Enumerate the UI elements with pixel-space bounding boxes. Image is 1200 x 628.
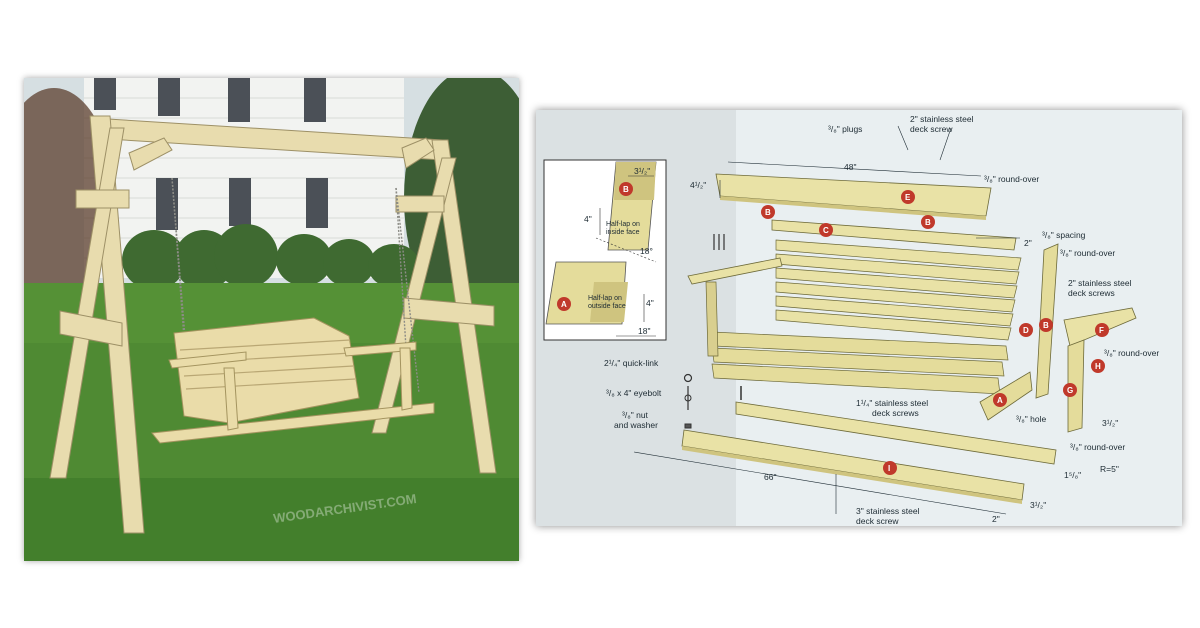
label-height-4-5: 4¹/₂" — [690, 180, 706, 190]
right-arm-assembly — [979, 243, 1137, 433]
part-badges: E B B C D B F H G A I — [761, 190, 1109, 475]
swing-seat — [151, 317, 435, 444]
label-spacing-3-8: ³/₈" spacing — [1042, 230, 1086, 240]
badge-b-side — [1039, 318, 1053, 332]
badge-b-left-text: B — [765, 208, 771, 217]
seat-slats — [711, 331, 1009, 395]
swing-photo: WOODARCHIVIST.COM — [24, 78, 519, 561]
swing-photo-illustration: WOODARCHIVIST.COM — [24, 78, 519, 561]
inset-dim-bottom: 18" — [638, 326, 650, 336]
label-deck-screw-bot-1: 3" stainless steel — [856, 506, 920, 516]
left-armrest — [687, 257, 783, 357]
badge-e — [901, 190, 915, 204]
label-roundover-top: ³/₈" round-over — [984, 174, 1039, 184]
label-width-48: 48" — [844, 162, 856, 172]
shrubs — [122, 224, 420, 290]
badge-d-text: D — [1023, 326, 1029, 335]
badge-b-right — [921, 215, 935, 229]
inset-label-outside: Half-lap on outside face — [588, 295, 626, 310]
label-hole: ³/₈" hole — [1016, 414, 1046, 424]
label-deck-screw-top-1: 2" stainless steel — [910, 114, 974, 124]
label-deck-screw-top-2: deck screw — [910, 124, 953, 134]
label-deck-screws-114-2: deck screws — [872, 408, 919, 418]
label-nut-2: and washer — [614, 420, 658, 430]
half-lap-detail-inset: 3¹/₂" 4" Half-lap on inside face 18° 4" … — [543, 159, 667, 341]
inset-badge-b — [619, 182, 633, 196]
badge-i-text: I — [888, 464, 890, 473]
badge-g-text: G — [1067, 386, 1073, 395]
badge-h — [1091, 359, 1105, 373]
inset-badge-a — [557, 297, 571, 311]
label-eyebolt: ³/₈ x 4" eyebolt — [606, 388, 662, 398]
bottom-rail — [681, 429, 1025, 504]
inset-badge-a-text: A — [561, 300, 567, 309]
hardware — [683, 234, 742, 429]
label-deck-screws-114-1: 1¹/₄" stainless steel — [856, 398, 928, 408]
a-frame — [49, 115, 497, 534]
label-length-66: 66" — [764, 472, 776, 482]
badge-h-text: H — [1095, 362, 1101, 371]
badge-e-text: E — [905, 193, 911, 202]
inset-dim-angle: 18° — [640, 246, 653, 256]
label-deck-screw-bot-2: deck screw — [856, 516, 899, 526]
label-dim-1-58: 1⁵/₈" — [1064, 470, 1081, 480]
label-roundover-back: ³/₈" round-over — [1060, 248, 1115, 258]
badge-b-side-text: B — [1043, 321, 1049, 330]
label-spacing-2: 2" — [1024, 238, 1032, 248]
badge-g — [1063, 383, 1077, 397]
badge-f-text: F — [1099, 326, 1104, 335]
label-deck-screws-2-2: deck screws — [1068, 288, 1115, 298]
badge-a-text: A — [997, 396, 1003, 405]
label-roundover-arm: ³/₈" round-over — [1104, 348, 1159, 358]
badge-b-left — [761, 205, 775, 219]
plan-diagram: 3¹/₂" 4" Half-lap on inside face 18° 4" … — [536, 110, 1182, 526]
seat-front-rail — [735, 401, 1057, 465]
label-dim-3-5-bottom: 3¹/₂" — [1030, 500, 1046, 510]
badge-d — [1019, 323, 1033, 337]
inset-label-inside: Half-lap on inside face — [606, 221, 642, 236]
badge-c — [819, 223, 833, 237]
label-radius: R=5" — [1100, 464, 1119, 474]
label-quicklink: 2¹/₄" quick-link — [604, 358, 659, 368]
badge-i — [883, 461, 897, 475]
label-nut-1: ³/₈" nut — [622, 410, 649, 420]
label-dim-3-5: 3¹/₂" — [1102, 418, 1118, 428]
badge-a — [993, 393, 1007, 407]
plan-diagram-svg: 3¹/₂" 4" Half-lap on inside face 18° 4" … — [536, 110, 1159, 526]
inset-dim-top: 3¹/₂" — [634, 166, 650, 176]
badge-b-right-text: B — [925, 218, 931, 227]
label-roundover-bottom: ³/₈" round-over — [1070, 442, 1125, 452]
badge-f — [1095, 323, 1109, 337]
label-dim-2: 2" — [992, 514, 1000, 524]
inset-badge-b-text: B — [623, 185, 629, 194]
badge-c-text: C — [823, 226, 829, 235]
inset-dim-right: 4" — [646, 298, 654, 308]
label-plugs: ³/₈" plugs — [828, 124, 862, 134]
label-deck-screws-2-1: 2" stainless steel — [1068, 278, 1132, 288]
back-rail — [771, 219, 1017, 251]
top-rail — [715, 173, 992, 220]
house-windows — [94, 78, 328, 230]
inset-dim-left: 4" — [584, 214, 592, 224]
back-slats — [775, 239, 1022, 341]
